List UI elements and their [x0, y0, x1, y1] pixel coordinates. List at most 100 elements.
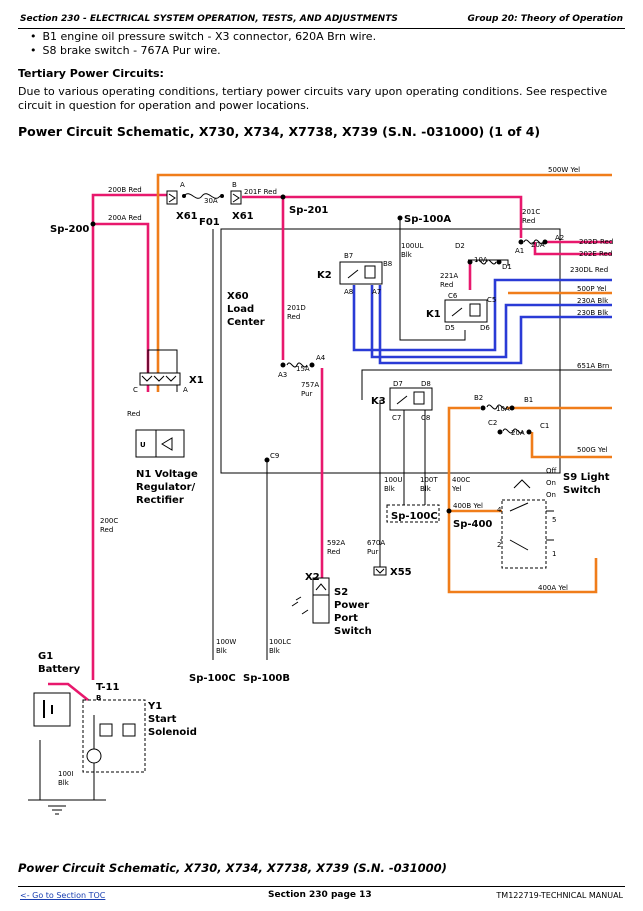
svg-text:Port: Port	[334, 613, 358, 624]
svg-text:Sp-400: Sp-400	[453, 519, 492, 530]
label-100lc-2: Blk	[269, 647, 281, 655]
wire-d1	[468, 259, 509, 266]
svg-text:Power: Power	[334, 600, 369, 611]
relay-k2	[339, 261, 383, 285]
label-100i-2: Blk	[58, 779, 70, 787]
label-201f: 201F Red	[244, 188, 277, 196]
label-592a-2: Red	[327, 548, 340, 556]
label-757a-2: Pur	[301, 390, 313, 398]
svg-text:A: A	[180, 181, 185, 189]
label-230dl: 230DL Red	[570, 266, 608, 274]
label-100t-2: Blk	[420, 485, 432, 493]
svg-text:F01: F01	[199, 217, 220, 228]
label-200c-1: 200C	[100, 517, 118, 525]
svg-text:D1: D1	[502, 263, 512, 271]
ground-symbol	[48, 805, 66, 815]
svg-text:Sp-200: Sp-200	[50, 224, 89, 235]
svg-text:X61: X61	[232, 211, 254, 222]
svg-text:20A: 20A	[511, 429, 525, 437]
svg-text:2: 2	[497, 541, 501, 549]
svg-text:K3: K3	[371, 396, 386, 407]
svg-text:B8: B8	[383, 260, 392, 268]
svg-text:On: On	[546, 491, 556, 499]
svg-text:B: B	[96, 694, 101, 702]
svg-text:10A: 10A	[496, 405, 510, 413]
splice-dots	[90, 194, 548, 514]
wire-230dl	[352, 278, 612, 352]
wire-500w	[156, 173, 612, 392]
bullet-item: S8 brake switch - 767A Pur wire.	[30, 44, 376, 58]
wire-500g	[530, 432, 612, 459]
label-201d-2: Red	[287, 313, 300, 321]
label-500w: 500W Yel	[548, 166, 580, 174]
toc-link[interactable]: <- Go to Section TOC	[20, 891, 106, 900]
svg-text:Regulator/: Regulator/	[136, 482, 196, 493]
x55-connector	[373, 566, 387, 576]
wire-200a	[93, 222, 150, 392]
svg-text:A: A	[183, 386, 188, 394]
label-230a: 230A Blk	[577, 297, 609, 305]
svg-text:A8: A8	[344, 288, 353, 296]
label-400b: 400B Yel	[453, 502, 483, 510]
svg-text:T-11: T-11	[96, 682, 119, 693]
label-500g: 500G Yel	[577, 446, 608, 454]
svg-text:C9: C9	[270, 452, 279, 460]
fuse-labels: 30A 20A 10A 15A 10A 20A	[204, 197, 545, 437]
fuse-symbols	[286, 239, 545, 434]
svg-text:K2: K2	[317, 270, 332, 281]
svg-text:X61: X61	[176, 211, 198, 222]
label-221a-2: Red	[440, 281, 453, 289]
svg-text:Sp-100C: Sp-100C	[391, 511, 438, 522]
wire-230b	[378, 285, 612, 365]
label-200c-2: Red	[100, 526, 113, 534]
x1-connector	[139, 372, 181, 386]
label-100w-1: 100W	[216, 638, 236, 646]
svg-text:D6: D6	[480, 324, 490, 332]
svg-text:Center: Center	[227, 317, 265, 328]
s9-light-switch	[501, 479, 547, 569]
svg-text:C5: C5	[487, 296, 496, 304]
label-200a: 200A Red	[108, 214, 142, 222]
wire-100ul	[399, 218, 466, 341]
section-title: Section 230 - ELECTRICAL SYSTEM OPERATIO…	[20, 14, 398, 24]
manual-id: TM122719-TECHNICAL MANUAL	[496, 891, 623, 900]
page-footer: <- Go to Section TOC Section 230 page 13…	[18, 886, 625, 903]
svg-text:B1: B1	[524, 396, 533, 404]
wire-200b	[91, 193, 170, 680]
figure-title: Power Circuit Schematic, X730, X734, X77…	[18, 124, 541, 139]
y1-start-solenoid	[82, 699, 146, 773]
svg-text:C1: C1	[540, 422, 549, 430]
x61-fuse-connector	[166, 190, 242, 205]
label-200b: 200B Red	[108, 186, 142, 194]
svg-text:B: B	[232, 181, 237, 189]
x1-connector-outline	[147, 349, 178, 392]
svg-text:Rectifier: Rectifier	[136, 495, 184, 506]
label-201d-1: 201D	[287, 304, 306, 312]
wire-400a	[447, 406, 598, 594]
figure-caption: Power Circuit Schematic, X730, X734, X77…	[18, 861, 447, 875]
svg-text:15A: 15A	[296, 365, 310, 373]
svg-text:Sp-201: Sp-201	[289, 205, 328, 216]
svg-text:Switch: Switch	[334, 626, 372, 637]
label-100lc-1: 100LC	[269, 638, 291, 646]
svg-text:C7: C7	[392, 414, 401, 422]
svg-text:10A: 10A	[474, 256, 488, 264]
svg-text:C2: C2	[488, 419, 497, 427]
label-400a: 400A Yel	[538, 584, 568, 592]
svg-text:X2: X2	[305, 572, 320, 583]
svg-text:20A: 20A	[531, 241, 545, 249]
blue-wires	[352, 278, 612, 365]
label-red: Red	[127, 410, 140, 418]
orange-wires	[156, 173, 612, 594]
label-230b: 230B Blk	[577, 309, 609, 317]
relay-k3	[389, 387, 433, 411]
svg-text:B2: B2	[474, 394, 483, 402]
svg-text:Sp-100C: Sp-100C	[189, 673, 236, 684]
label-201c-1: 201C	[522, 208, 540, 216]
label-670a-2: Pur	[367, 548, 379, 556]
svg-text:Sp-100B: Sp-100B	[243, 673, 290, 684]
sp-100c-box	[386, 504, 440, 523]
label-592a-1: 592A	[327, 539, 345, 547]
label-100u-2: Blk	[384, 485, 396, 493]
svg-text:A7: A7	[372, 288, 381, 296]
